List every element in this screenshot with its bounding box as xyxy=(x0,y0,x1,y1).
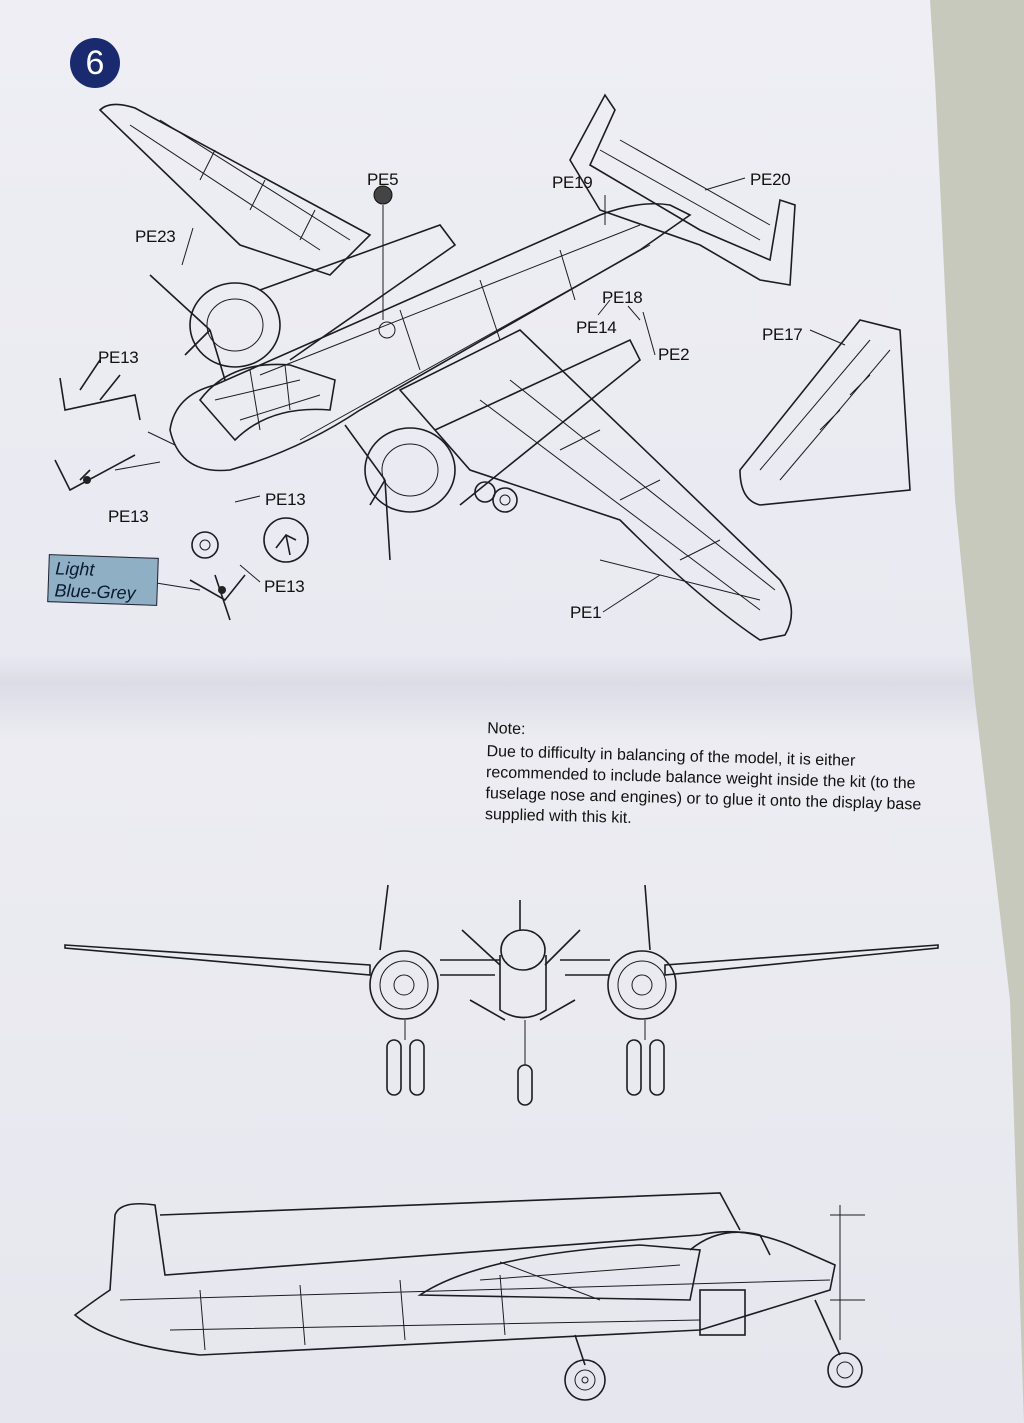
callout-pe18: PE18 xyxy=(602,288,643,307)
callout-pe5: PE5 xyxy=(367,170,399,189)
callout-pe13-nose: PE13 xyxy=(265,490,306,509)
callout-pe23: PE23 xyxy=(135,227,176,246)
callout-pe13-bottom: PE13 xyxy=(264,577,305,596)
side-view-drawing xyxy=(73,1192,865,1401)
callout-pe14: PE14 xyxy=(576,318,617,337)
color-callout-light-blue-grey: Light Blue-Grey xyxy=(47,554,159,606)
isometric-aircraft-drawing xyxy=(54,93,911,641)
callout-pe13-left: PE13 xyxy=(108,507,149,526)
callout-pe13-top: PE13 xyxy=(98,348,139,367)
callout-pe2: PE2 xyxy=(658,345,690,364)
balance-note: Note: Due to difficulty in balancing of … xyxy=(485,718,938,837)
color-callout-line2: Blue-Grey xyxy=(54,580,136,604)
callout-pe19: PE19 xyxy=(552,173,593,192)
step-number-badge: 6 xyxy=(70,38,120,88)
callout-pe1: PE1 xyxy=(570,603,602,622)
note-body: Due to difficulty in balancing of the mo… xyxy=(484,743,922,827)
front-view-drawing xyxy=(64,884,939,1106)
callout-pe20: PE20 xyxy=(750,170,791,189)
callout-pe17: PE17 xyxy=(762,325,803,344)
